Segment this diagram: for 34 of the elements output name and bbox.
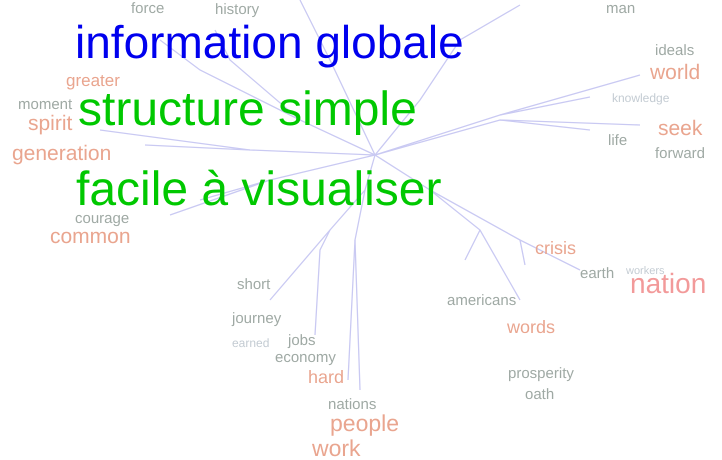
- word-label: generation: [12, 143, 112, 164]
- word-label: force: [131, 1, 164, 16]
- word-label: people: [330, 412, 400, 435]
- word-label: americans: [447, 293, 516, 308]
- word-label: common: [50, 226, 131, 247]
- overlay-text: structure simple: [78, 86, 417, 134]
- word-label: crisis: [535, 239, 576, 257]
- word-label: knowledge: [612, 92, 670, 104]
- overlay-text: information globale: [75, 19, 464, 65]
- word-label: words: [507, 318, 556, 336]
- word-label: journey: [232, 311, 282, 326]
- word-label: forward: [655, 146, 706, 161]
- word-label: prosperity: [508, 366, 574, 381]
- word-label: spirit: [28, 113, 72, 134]
- word-label: history: [215, 2, 260, 17]
- word-label: world: [650, 62, 700, 83]
- word-label: life: [608, 133, 628, 148]
- word-label: workers: [626, 266, 665, 277]
- word-label: hard: [308, 368, 344, 386]
- word-label: oath: [525, 387, 554, 402]
- word-label: economy: [275, 350, 336, 365]
- word-label: earned: [232, 337, 270, 349]
- word-label: work: [312, 437, 361, 460]
- word-label: moment: [18, 97, 72, 112]
- word-label: earth: [580, 266, 614, 281]
- word-label: courage: [75, 211, 130, 226]
- overlay-text: facile à visualiser: [76, 166, 442, 214]
- word-label: greater: [66, 72, 120, 89]
- word-label: short: [237, 277, 270, 292]
- word-label: jobs: [288, 333, 316, 348]
- word-label: nations: [328, 397, 376, 412]
- word-label: man: [606, 1, 636, 16]
- word-label: ideals: [655, 43, 694, 58]
- word-label: seek: [658, 118, 702, 139]
